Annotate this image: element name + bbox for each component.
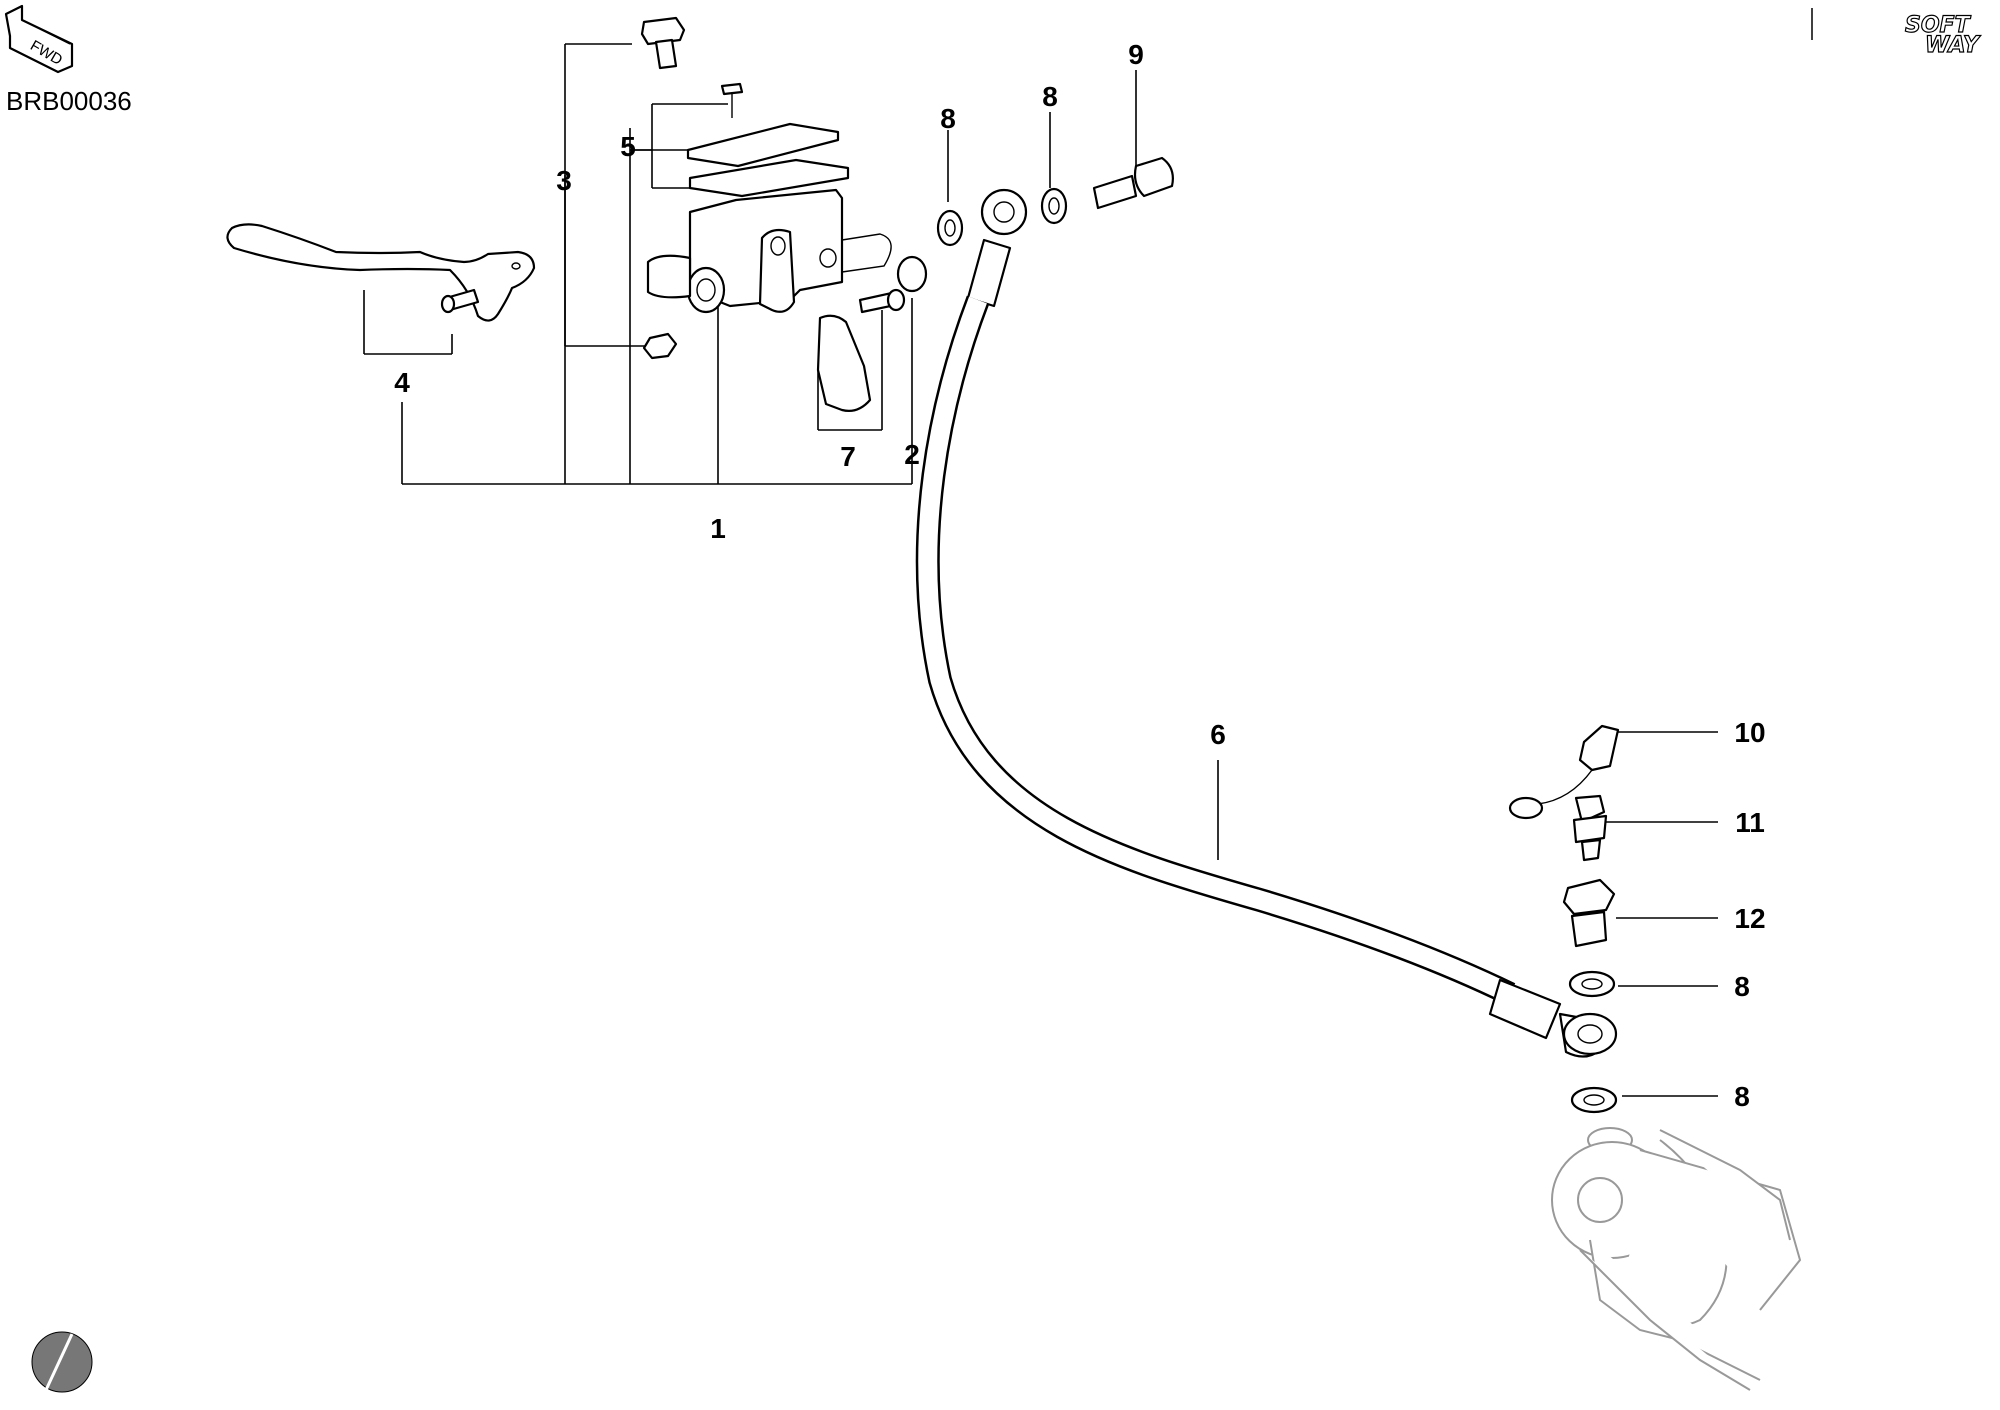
washer-upper-left bbox=[936, 209, 964, 247]
hose-lower-fitting bbox=[1488, 978, 1618, 1058]
softway-logo: SOFT WAY bbox=[1811, 8, 1982, 59]
callout-11: 11 bbox=[1735, 807, 1765, 838]
pivot-bolt bbox=[640, 16, 686, 70]
document-code: BRB00036 bbox=[6, 86, 132, 116]
washer-lower-upper bbox=[1568, 970, 1616, 998]
banjo-bolt bbox=[1092, 156, 1174, 210]
callout-9: 9 bbox=[1128, 39, 1144, 70]
pivot-nut bbox=[642, 332, 678, 360]
callout-8-c: 8 bbox=[1734, 971, 1750, 1002]
washer-upper-right bbox=[1040, 187, 1068, 225]
reservoir-plug bbox=[896, 255, 928, 293]
callouts: 1 2 3 4 5 6 7 8 8 9 10 11 12 8 8 bbox=[394, 39, 1765, 1112]
reservoir-cover bbox=[686, 122, 850, 198]
cover-screw bbox=[720, 82, 744, 118]
slave-cylinder-reference bbox=[1551, 1127, 1802, 1391]
callout-6: 6 bbox=[1210, 719, 1226, 750]
brake-lever bbox=[226, 223, 536, 322]
callout-3: 3 bbox=[556, 165, 572, 196]
lever-adjuster-screw bbox=[440, 288, 480, 314]
emblem-icon bbox=[31, 1331, 93, 1393]
callout-8-d: 8 bbox=[1734, 1081, 1750, 1112]
callout-2: 2 bbox=[904, 439, 920, 470]
callout-7: 7 bbox=[840, 441, 856, 472]
brake-hose bbox=[915, 295, 1516, 1005]
callout-12: 12 bbox=[1734, 903, 1765, 934]
logo-text-top: SOFT bbox=[1905, 13, 1972, 38]
fwd-arrow-icon: FWD bbox=[4, 4, 74, 74]
bleeder-adapter bbox=[1562, 878, 1616, 948]
master-cylinder-body bbox=[646, 188, 892, 314]
hose-upper-fitting bbox=[966, 188, 1028, 308]
callout-4: 4 bbox=[394, 367, 410, 398]
callout-5: 5 bbox=[620, 131, 636, 162]
callout-1: 1 bbox=[710, 513, 726, 544]
callout-8-b: 8 bbox=[1042, 81, 1058, 112]
handlebar-clamp bbox=[816, 288, 906, 412]
logo-text-bottom: WAY bbox=[1925, 33, 1981, 58]
leader-lines bbox=[363, 43, 1718, 1097]
callout-10: 10 bbox=[1734, 717, 1765, 748]
bleeder-valve bbox=[1572, 794, 1608, 862]
bleeder-cap bbox=[1508, 724, 1620, 820]
callout-8-a: 8 bbox=[940, 103, 956, 134]
washer-lower-lower bbox=[1570, 1086, 1618, 1114]
